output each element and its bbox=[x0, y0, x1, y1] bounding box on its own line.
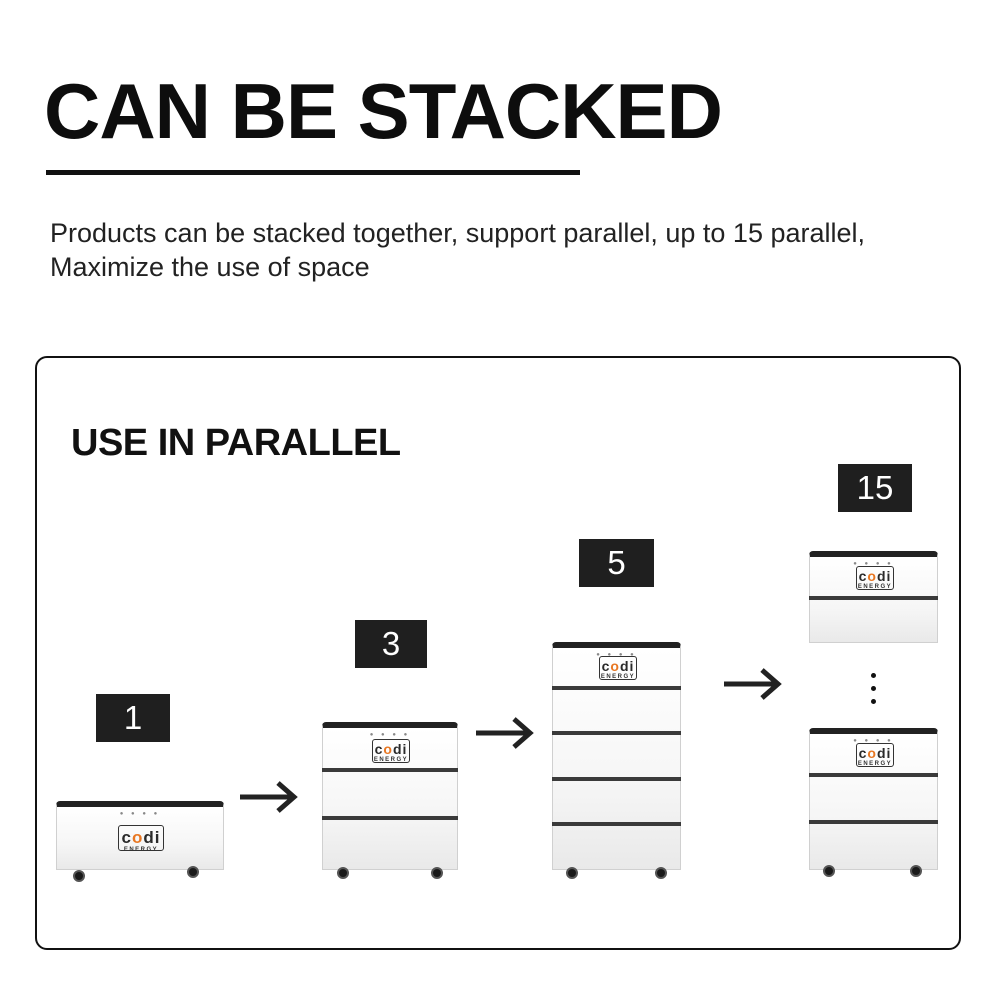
vertical-ellipsis-icon bbox=[871, 673, 877, 712]
battery-module-stack: ● ● ● ● bbox=[322, 722, 458, 870]
page-description: Products can be stacked together, suppor… bbox=[50, 216, 865, 284]
description-line-2: Maximize the use of space bbox=[50, 252, 370, 282]
battery-module: ● ● ● ● bbox=[56, 801, 224, 870]
stage-badge-15: 15 bbox=[838, 464, 912, 512]
wheel bbox=[73, 870, 85, 882]
indicator-lights: ● ● ● ● bbox=[853, 561, 894, 567]
stage-badge-5: 5 bbox=[579, 539, 654, 587]
codi-energy-logo: codi ENERGY bbox=[857, 568, 893, 590]
battery-module-stack: ● ● ● ● bbox=[552, 642, 681, 870]
page-title: CAN BE STACKED bbox=[44, 67, 723, 155]
battery-module-stack-lower: ● ● ● ● bbox=[809, 728, 938, 870]
wheel bbox=[337, 867, 349, 879]
stage-badge-1: 1 bbox=[96, 694, 170, 742]
module-seam bbox=[322, 768, 458, 772]
indicator-lights: ● ● ● ● bbox=[369, 732, 411, 738]
wheel bbox=[431, 867, 443, 879]
wheel bbox=[566, 867, 578, 879]
title-underline bbox=[46, 170, 580, 175]
arrow-right-icon bbox=[240, 781, 298, 813]
module-seam bbox=[809, 773, 938, 777]
module-seam bbox=[809, 596, 938, 600]
wheel bbox=[655, 867, 667, 879]
module-seam bbox=[552, 686, 681, 690]
wheel bbox=[187, 866, 199, 878]
indicator-lights: ● ● ● ● bbox=[853, 738, 894, 744]
codi-energy-logo: codi ENERGY bbox=[121, 828, 161, 853]
wheel bbox=[910, 865, 922, 877]
logo-frame bbox=[856, 566, 894, 590]
module-seam bbox=[552, 777, 681, 781]
logo-frame bbox=[599, 656, 637, 680]
arrow-right-icon bbox=[724, 668, 782, 700]
module-seam bbox=[552, 822, 681, 826]
codi-energy-logo: codi ENERGY bbox=[600, 658, 636, 680]
wheel bbox=[823, 865, 835, 877]
module-seam bbox=[322, 816, 458, 820]
arrow-right-icon bbox=[476, 717, 534, 749]
panel-title: USE IN PARALLEL bbox=[71, 422, 401, 464]
codi-energy-logo: codi ENERGY bbox=[373, 741, 409, 763]
indicator-lights: ● ● ● ● bbox=[596, 652, 637, 658]
indicator-lights: ● ● ● ● bbox=[119, 811, 161, 817]
logo-frame bbox=[118, 825, 164, 851]
stage-badge-3: 3 bbox=[355, 620, 427, 668]
module-seam bbox=[809, 820, 938, 824]
logo-frame bbox=[372, 739, 410, 763]
module-seam bbox=[552, 731, 681, 735]
logo-frame bbox=[856, 743, 894, 767]
codi-energy-logo: codi ENERGY bbox=[857, 745, 893, 767]
description-line-1: Products can be stacked together, suppor… bbox=[50, 218, 866, 248]
